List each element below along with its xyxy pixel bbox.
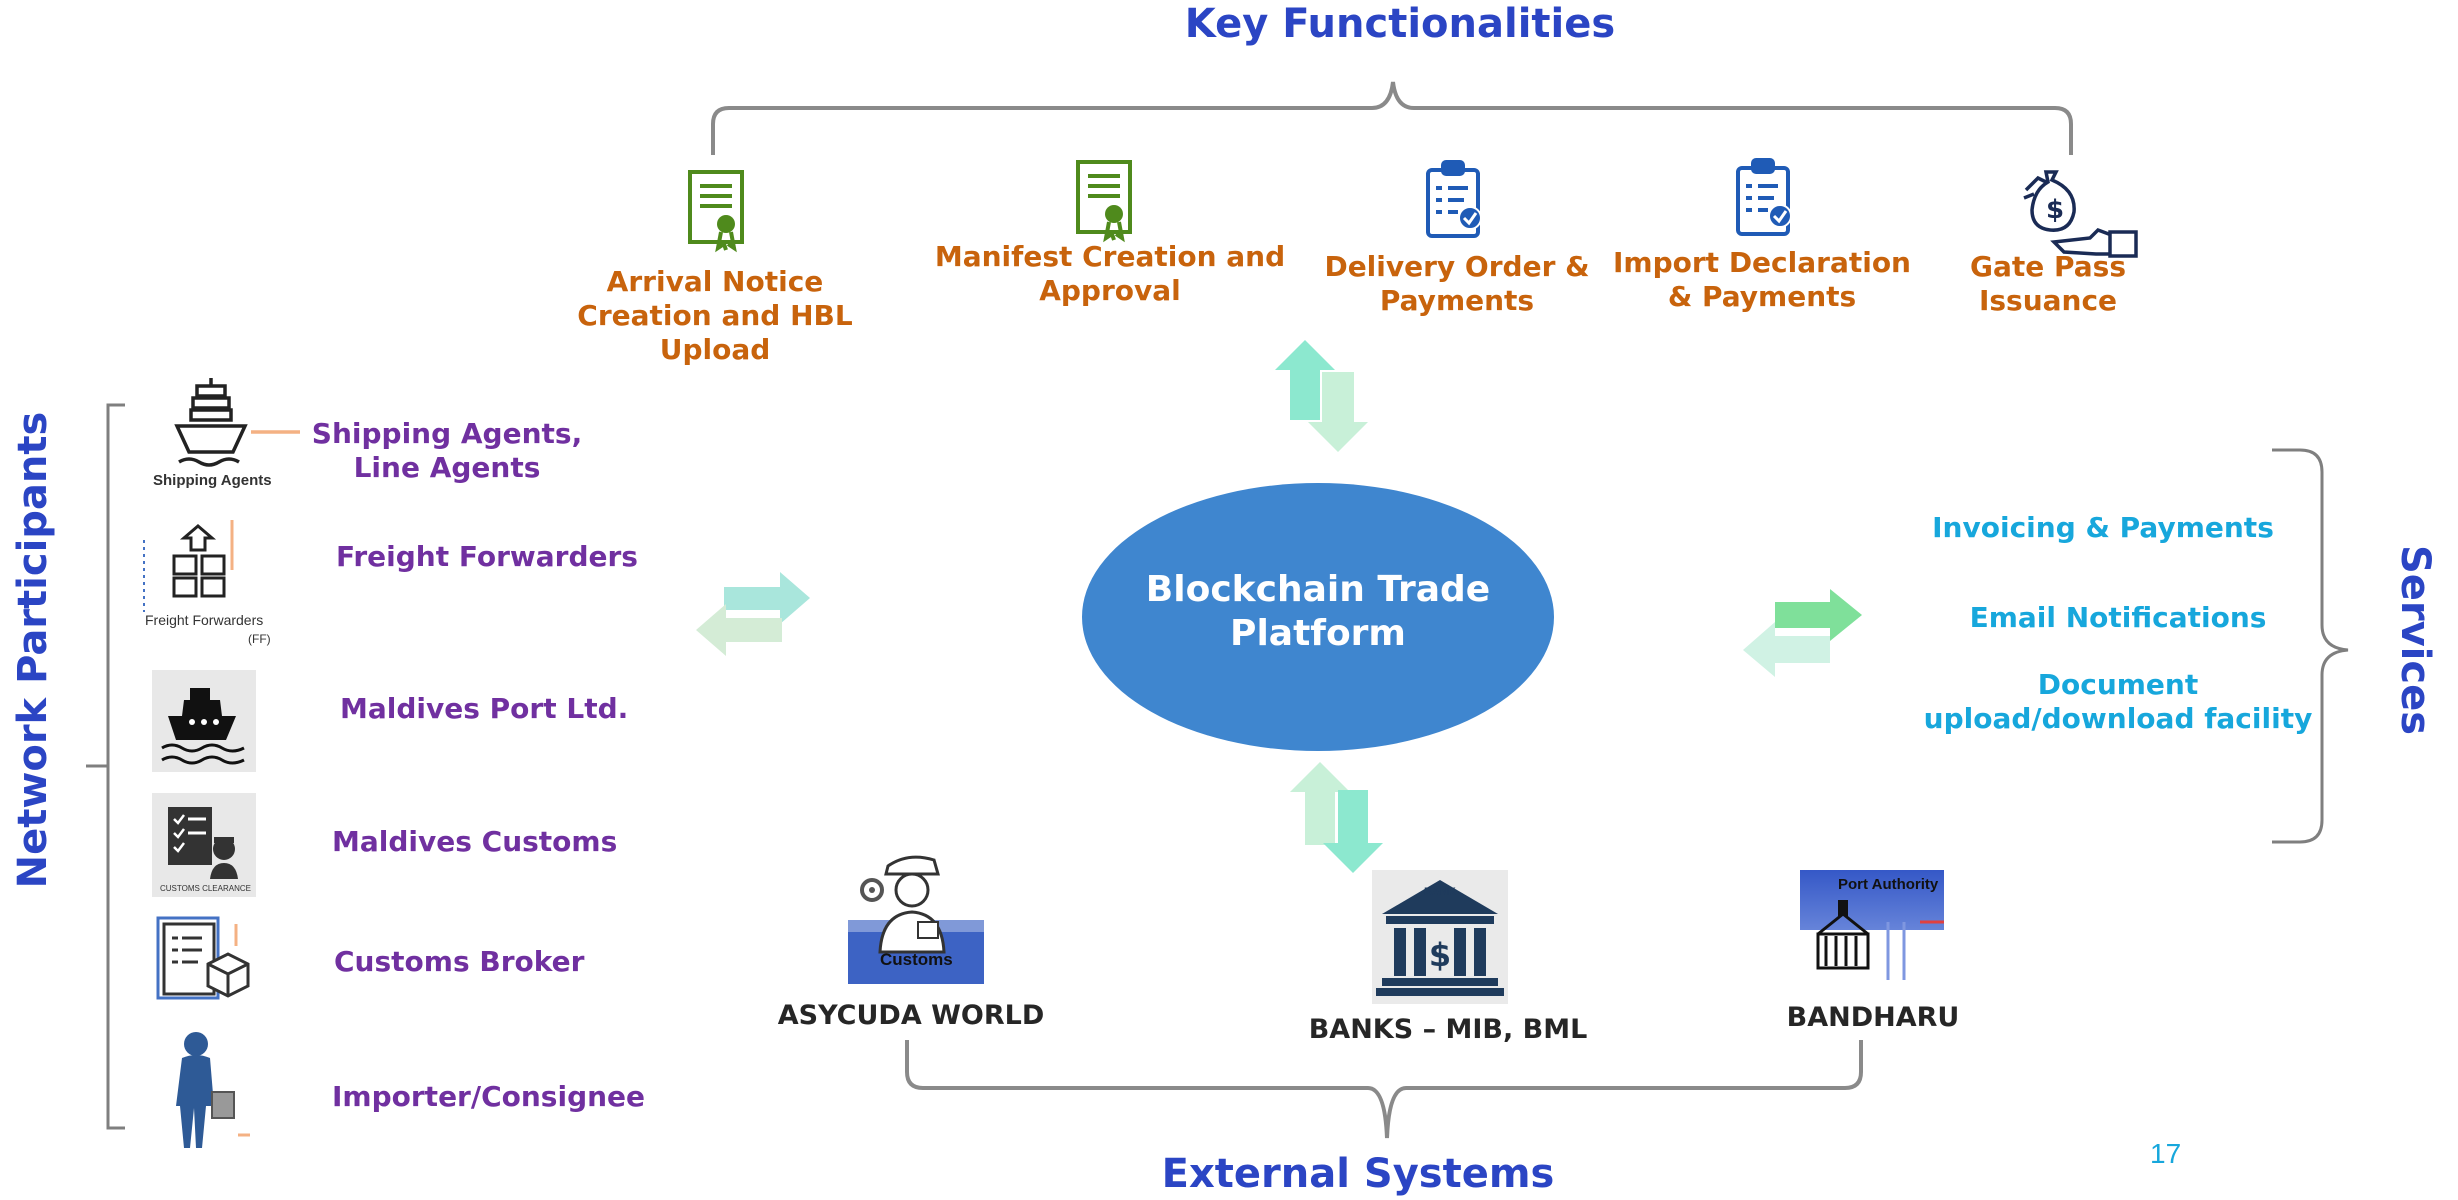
port-authority-icon: [1800, 870, 1944, 980]
service-email-notifications: Email Notifications: [1969, 601, 2267, 634]
right-brace: [2272, 448, 2349, 844]
service-document-facility: Document upload/download facility: [1924, 668, 2313, 736]
functionality-line: Issuance: [1978, 284, 2118, 318]
functionality-import-declaration: Import Declaration & Payments: [1613, 246, 1911, 314]
center-node-line2: Platform: [1230, 612, 1406, 654]
freight-forwarders-caption2: (FF): [248, 632, 271, 646]
functionality-line: Manifest Creation and: [934, 240, 1286, 273]
svg-text:$: $: [1429, 936, 1451, 974]
functionality-line: Arrival Notice: [606, 265, 824, 298]
network-participants-title: Network Participants: [10, 411, 56, 889]
customs-clearance-caption: CUSTOMS CLEARANCE: [160, 884, 251, 893]
functionality-line: Payments: [1379, 284, 1535, 318]
importer-person-icon: [176, 1032, 250, 1148]
participant-line: Shipping Agents,: [311, 417, 583, 450]
page-number: 17: [2150, 1138, 2182, 1169]
svg-text:$: $: [2046, 195, 2064, 225]
clipboard-check-icon: [1426, 160, 1482, 238]
certificate-icon: [1076, 160, 1132, 243]
money-hand-icon: $: [2023, 170, 2138, 258]
bank-caption: BANK: [1424, 886, 1456, 898]
left-bracket: [106, 403, 125, 1130]
freight-boxes-icon: [143, 520, 234, 612]
freight-forwarders-caption: Freight Forwarders: [145, 612, 264, 628]
bank-icon: $: [1372, 870, 1508, 1004]
shipping-agents-caption: Shipping Agents: [153, 472, 272, 489]
left-exchange-arrows: [696, 572, 810, 656]
center-node-label: Blockchain Trade Platform: [1146, 568, 1490, 656]
participant-customs-broker: Customs Broker: [334, 945, 585, 978]
functionality-line: & Payments: [1667, 280, 1857, 314]
functionality-gate-pass: Gate Pass Issuance: [1970, 250, 2126, 318]
participant-importer: Importer/Consignee: [332, 1080, 646, 1113]
bottom-brace: [905, 1040, 1863, 1139]
key-functionalities-title: Key Functionalities: [1184, 1, 1616, 47]
functionality-line: Import Declaration: [1613, 246, 1911, 279]
service-invoicing: Invoicing & Payments: [1932, 511, 2274, 544]
functionality-delivery-order: Delivery Order & Payments: [1324, 250, 1589, 318]
participant-maldives-customs: Maldives Customs: [332, 825, 618, 858]
clipboard-check-icon: [1736, 158, 1792, 236]
bottom-exchange-arrows: [1290, 762, 1383, 873]
participant-shipping-agents: Shipping Agents, Line Agents: [312, 417, 582, 485]
external-systems-title: External Systems: [1161, 1151, 1555, 1197]
service-line: upload/download facility: [1923, 702, 2313, 736]
port-authority-caption: Port Authority: [1838, 876, 1939, 893]
center-node-line1: Blockchain Trade: [1145, 569, 1491, 610]
functionality-line: Gate Pass: [1970, 250, 2126, 283]
functionality-line: Delivery Order &: [1324, 250, 1590, 283]
services-title: Services: [2392, 544, 2438, 736]
certificate-icon: [688, 170, 744, 253]
external-banks: BANKS – MIB, BML: [1308, 1014, 1588, 1045]
cargo-ship-icon: [174, 378, 300, 467]
service-line: Document: [2037, 668, 2199, 701]
functionality-line: Creation and HBL: [577, 299, 853, 333]
customs-clearance-icon: [152, 793, 256, 897]
customs-officer-icon: [848, 855, 984, 984]
functionality-line: Upload: [659, 333, 771, 367]
external-asycuda: ASYCUDA WORLD: [777, 1000, 1045, 1031]
external-bandharu: BANDHARU: [1786, 1002, 1960, 1033]
ship-waves-icon: [152, 670, 256, 772]
right-exchange-arrows: [1743, 589, 1862, 677]
top-exchange-arrows: [1275, 340, 1368, 452]
participant-freight-forwarders: Freight Forwarders: [336, 540, 638, 573]
participant-line: Line Agents: [353, 451, 541, 485]
broker-documents-icon: [156, 916, 250, 1000]
top-brace: [711, 81, 2073, 155]
customs-caption: Customs: [880, 950, 953, 969]
center-ellipse: [1082, 483, 1554, 751]
participant-maldives-port: Maldives Port Ltd.: [340, 692, 629, 725]
functionality-arrival-notice: Arrival Notice Creation and HBL Upload: [577, 265, 852, 367]
functionality-line: Approval: [1039, 274, 1181, 308]
functionality-manifest: Manifest Creation and Approval: [935, 240, 1285, 308]
